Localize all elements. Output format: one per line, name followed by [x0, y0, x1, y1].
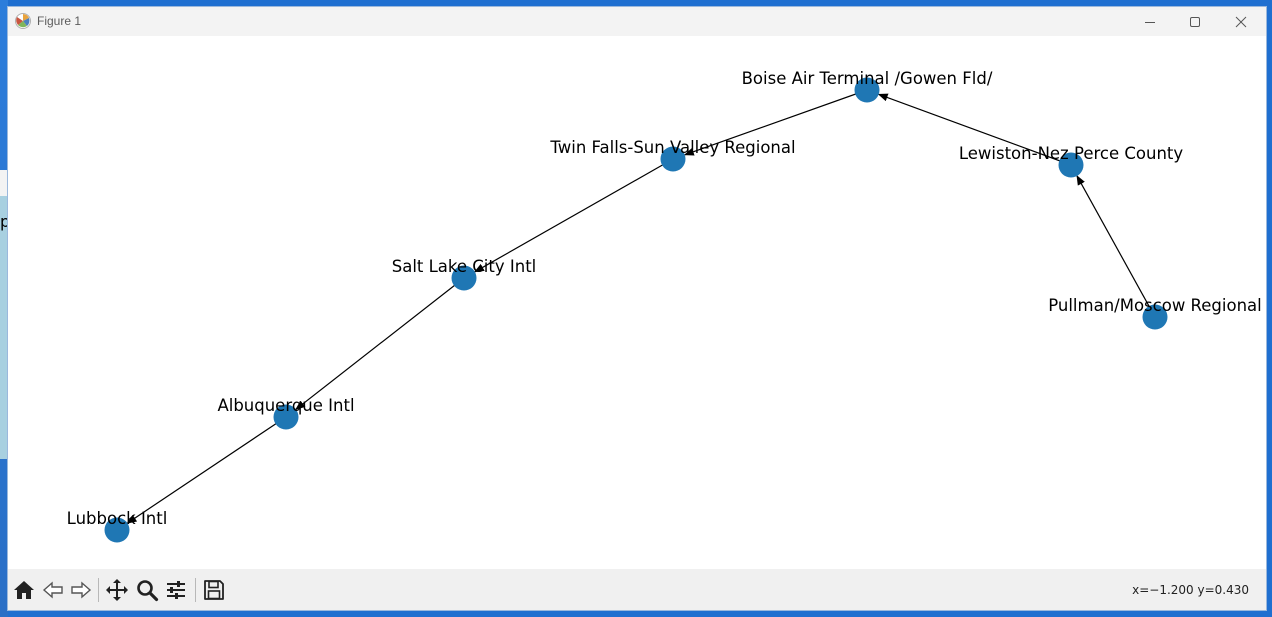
zoom-icon: [137, 580, 159, 602]
edge-twin-to-slc: [474, 158, 674, 273]
network-graph: Boise Air Terminal /Gowen Fld/Twin Falls…: [67, 69, 1262, 543]
background-window-text: p: [0, 212, 8, 231]
labels-layer: Boise Air Terminal /Gowen Fld/Twin Falls…: [67, 69, 1262, 528]
edge-pullman-to-lewiston: [1076, 175, 1156, 318]
node-label-twin: Twin Falls-Sun Valley Regional: [549, 138, 795, 157]
maximize-button[interactable]: [1172, 7, 1218, 36]
navigation-toolbar: x=−1.200 y=0.430: [8, 569, 1266, 610]
node-label-lubbock: Lubbock Intl: [67, 509, 168, 528]
node-label-boise: Boise Air Terminal /Gowen Fld/: [742, 69, 993, 88]
node-abq: [273, 404, 299, 430]
node-boise: [854, 77, 880, 103]
configure-subplots-icon: [167, 581, 185, 599]
toolbar-separator: [98, 578, 99, 602]
node-slc: [451, 265, 477, 291]
figure-canvas[interactable]: Boise Air Terminal /Gowen Fld/Twin Falls…: [8, 36, 1266, 569]
maximize-icon: [1190, 16, 1200, 27]
cursor-coordinates: x=−1.200 y=0.430: [1132, 583, 1249, 597]
edge-slc-to-abq: [295, 277, 465, 410]
forward-button[interactable]: [68, 577, 94, 603]
edges-layer: [126, 89, 1156, 524]
pan-icon: [106, 579, 128, 601]
node-lewiston: [1058, 152, 1084, 178]
edge-abq-to-lubbock: [126, 416, 287, 524]
node-label-abq: Albuquerque Intl: [217, 396, 354, 415]
edge-boise-to-twin: [683, 89, 868, 156]
zoom-button[interactable]: [134, 577, 160, 603]
node-label-lewiston: Lewiston-Nez Perce County: [959, 144, 1184, 163]
save-icon: [204, 580, 224, 600]
edge-lewiston-to-boise: [877, 93, 1072, 166]
close-icon: [1235, 16, 1247, 27]
figure-window: Figure 1 Boise Ai: [8, 7, 1266, 610]
background-window-panel: [0, 196, 8, 459]
back-button[interactable]: [40, 577, 66, 603]
pan-button[interactable]: [104, 577, 130, 603]
minimize-button[interactable]: [1127, 7, 1173, 36]
close-button[interactable]: [1218, 7, 1264, 36]
node-pullman: [1142, 304, 1168, 330]
back-arrow-icon: [42, 581, 63, 599]
window-title: Figure 1: [37, 14, 82, 28]
background-window-edge: [0, 170, 8, 196]
minimize-icon: [1145, 21, 1155, 23]
save-button[interactable]: [201, 577, 227, 603]
nodes-layer: [104, 77, 1168, 543]
node-twin: [660, 146, 686, 172]
title-bar[interactable]: Figure 1: [8, 7, 1266, 36]
forward-arrow-icon: [71, 581, 92, 599]
home-button[interactable]: [11, 577, 37, 603]
matplotlib-app-icon: [14, 12, 32, 30]
node-lubbock: [104, 517, 130, 543]
node-label-slc: Salt Lake City Intl: [392, 257, 537, 276]
home-icon: [14, 581, 34, 599]
node-label-pullman: Pullman/Moscow Regional: [1048, 296, 1262, 315]
configure-subplots-button[interactable]: [163, 577, 189, 603]
toolbar-separator: [195, 578, 196, 602]
